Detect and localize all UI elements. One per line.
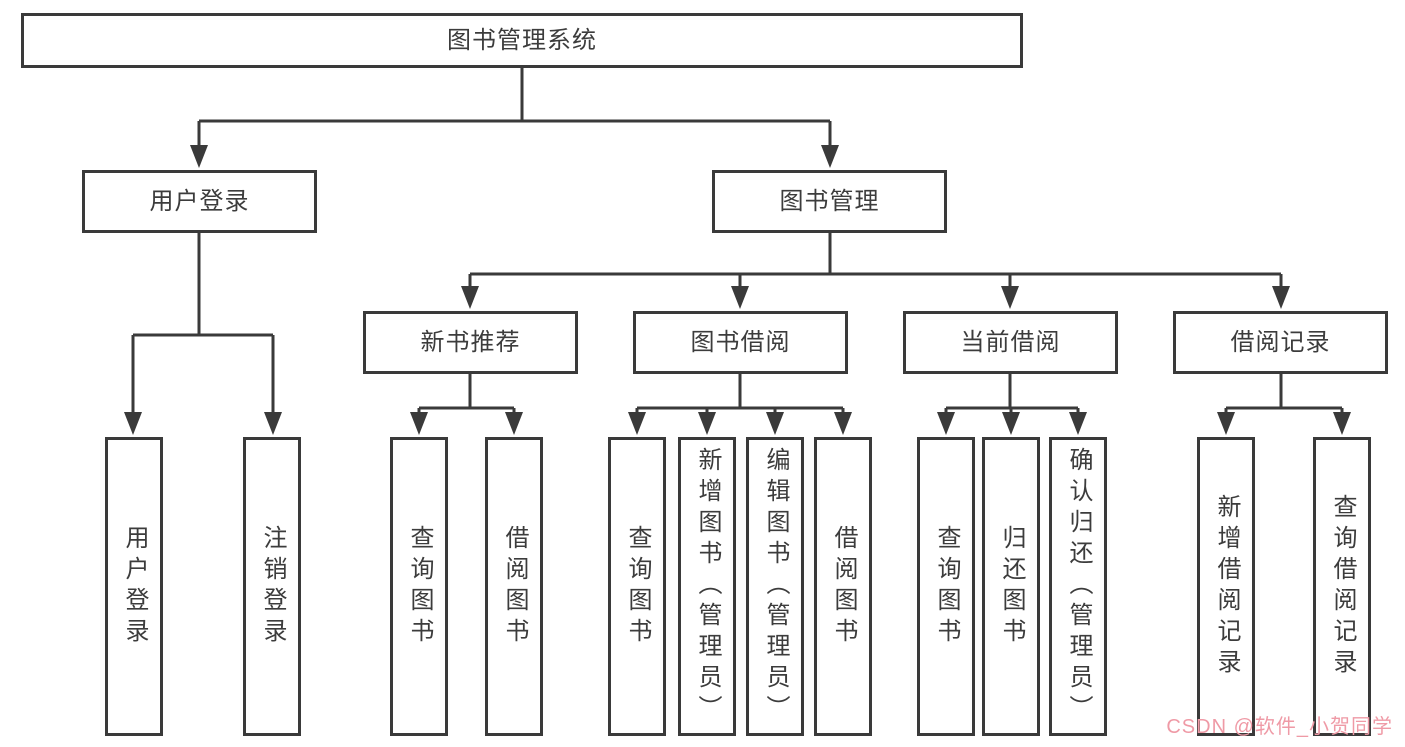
leaf-add-books-admin-label: 新增图书（管理员） <box>694 447 721 726</box>
node-borrowing-records-label: 借阅记录 <box>1230 328 1331 356</box>
leaf-edit-books-admin-label: 编辑图书（管理员） <box>762 447 789 726</box>
node-book-management-label: 图书管理 <box>779 187 880 215</box>
leaf-borrow-books-recommend-label: 借阅图书 <box>501 524 528 649</box>
node-root-library-system: 图书管理系统 <box>21 13 1023 68</box>
leaf-add-borrow-record-label: 新增借阅记录 <box>1213 493 1240 680</box>
leaf-query-borrow-record-label: 查询借阅记录 <box>1329 493 1356 680</box>
leaf-query-books-recommend-label: 查询图书 <box>406 524 433 649</box>
node-user-login-label: 用户登录 <box>149 187 250 215</box>
leaf-borrow-books-recommend: 借阅图书 <box>485 437 543 736</box>
leaf-return-books: 归还图书 <box>982 437 1040 736</box>
leaf-logout-label: 注销登录 <box>259 524 286 649</box>
leaf-query-books-current-label: 查询图书 <box>933 524 960 649</box>
leaf-confirm-return-admin-label: 确认归还（管理员） <box>1065 447 1092 726</box>
leaf-borrow-books-borrowing: 借阅图书 <box>814 437 872 736</box>
node-book-management: 图书管理 <box>712 170 947 233</box>
leaf-add-borrow-record: 新增借阅记录 <box>1197 437 1255 736</box>
node-book-borrowing-label: 图书借阅 <box>690 328 791 356</box>
leaf-edit-books-admin: 编辑图书（管理员） <box>746 437 804 736</box>
csdn-watermark: CSDN @软件_小贺同学 <box>1166 716 1393 738</box>
node-book-borrowing: 图书借阅 <box>633 311 848 374</box>
leaf-query-books-borrowing-label: 查询图书 <box>624 524 651 649</box>
node-new-book-recommendation-label: 新书推荐 <box>420 328 521 356</box>
leaf-user-login: 用户登录 <box>105 437 163 736</box>
leaf-add-books-admin: 新增图书（管理员） <box>678 437 736 736</box>
node-user-login: 用户登录 <box>82 170 317 233</box>
leaf-confirm-return-admin: 确认归还（管理员） <box>1049 437 1107 736</box>
leaf-borrow-books-borrowing-label: 借阅图书 <box>830 524 857 649</box>
leaf-query-books-borrowing: 查询图书 <box>608 437 666 736</box>
node-borrowing-records: 借阅记录 <box>1173 311 1388 374</box>
leaf-return-books-label: 归还图书 <box>998 524 1025 649</box>
leaf-query-books-current: 查询图书 <box>917 437 975 736</box>
leaf-query-borrow-record: 查询借阅记录 <box>1313 437 1371 736</box>
arrowheads <box>124 145 1351 435</box>
node-root-label: 图书管理系统 <box>447 26 597 54</box>
node-current-borrowing: 当前借阅 <box>903 311 1118 374</box>
leaf-query-books-recommend: 查询图书 <box>390 437 448 736</box>
leaf-user-login-label: 用户登录 <box>121 524 148 649</box>
node-new-book-recommendation: 新书推荐 <box>363 311 578 374</box>
node-current-borrowing-label: 当前借阅 <box>960 328 1061 356</box>
leaf-logout: 注销登录 <box>243 437 301 736</box>
